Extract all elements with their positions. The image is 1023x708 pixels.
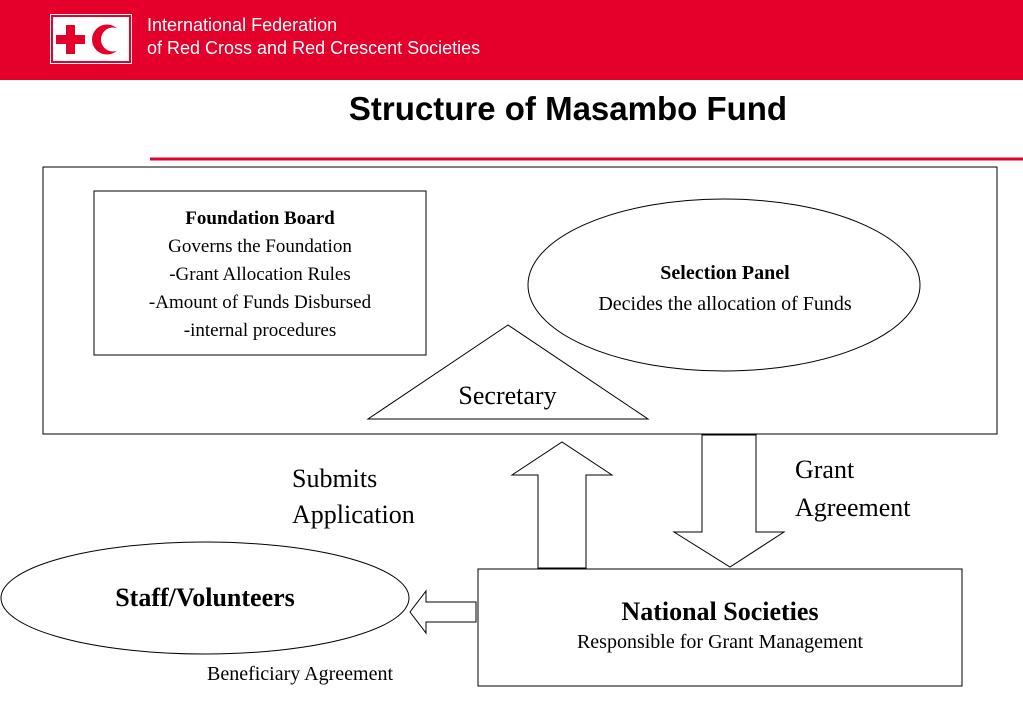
logo-shapes bbox=[51, 15, 131, 63]
header-bar: International Federation of Red Cross an… bbox=[0, 0, 1023, 80]
selection-panel-text: Selection Panel Decides the allocation o… bbox=[530, 258, 920, 320]
selection-panel-title: Selection Panel bbox=[660, 262, 790, 284]
beneficiary-arrow-left bbox=[409, 589, 477, 635]
selection-panel-ellipse bbox=[527, 198, 921, 372]
submits-application-line-1: Submits bbox=[292, 464, 378, 493]
foundation-board-line-1: Governs the Foundation bbox=[168, 236, 352, 257]
staff-volunteers-ellipse bbox=[0, 541, 410, 655]
org-line-2: of Red Cross and Red Crescent Societies bbox=[147, 38, 481, 58]
national-societies-box bbox=[477, 568, 963, 687]
org-line-1: International Federation bbox=[147, 15, 338, 35]
foundation-board-line-3: -Amount of Funds Disbursed bbox=[148, 292, 372, 313]
red-cross-horizontal bbox=[56, 35, 85, 44]
grant-arrow-down bbox=[672, 434, 786, 568]
crescent-inner bbox=[101, 27, 125, 52]
grant-agreement-line-1: Grant bbox=[795, 455, 855, 484]
grant-agreement-label: Grant Agreement bbox=[795, 451, 911, 527]
red-cross-red-crescent-logo-icon bbox=[50, 14, 132, 64]
foundation-board-line-2: -Grant Allocation Rules bbox=[169, 264, 351, 285]
beneficiary-agreement-label: Beneficiary Agreement bbox=[206, 663, 394, 685]
foundation-board-line-4: -internal procedures bbox=[183, 320, 337, 341]
secretary-triangle bbox=[366, 324, 650, 420]
foundation-board-title: Foundation Board bbox=[185, 208, 335, 229]
foundation-board-box bbox=[93, 190, 427, 356]
submits-application-line-2: Application bbox=[292, 500, 415, 529]
selection-panel-description: Decides the allocation of Funds bbox=[598, 293, 852, 315]
fund-container bbox=[42, 166, 998, 435]
grant-agreement-line-2: Agreement bbox=[795, 493, 911, 522]
organization-name: International Federation of Red Cross an… bbox=[147, 14, 480, 60]
submits-application-label: Submits Application bbox=[292, 461, 415, 533]
staff-volunteers-label: Staff/Volunteers bbox=[115, 583, 295, 612]
national-societies-title: National Societies bbox=[621, 597, 819, 626]
secretary-label: Secretary bbox=[458, 381, 557, 410]
submit-arrow-up bbox=[510, 441, 614, 569]
national-societies-text: National Societies Responsible for Grant… bbox=[478, 596, 962, 656]
page-title: Structure of Masambo Fund bbox=[348, 90, 788, 127]
national-societies-description: Responsible for Grant Management bbox=[576, 631, 864, 653]
foundation-board-text: Foundation Board Governs the Foundation … bbox=[94, 205, 426, 345]
